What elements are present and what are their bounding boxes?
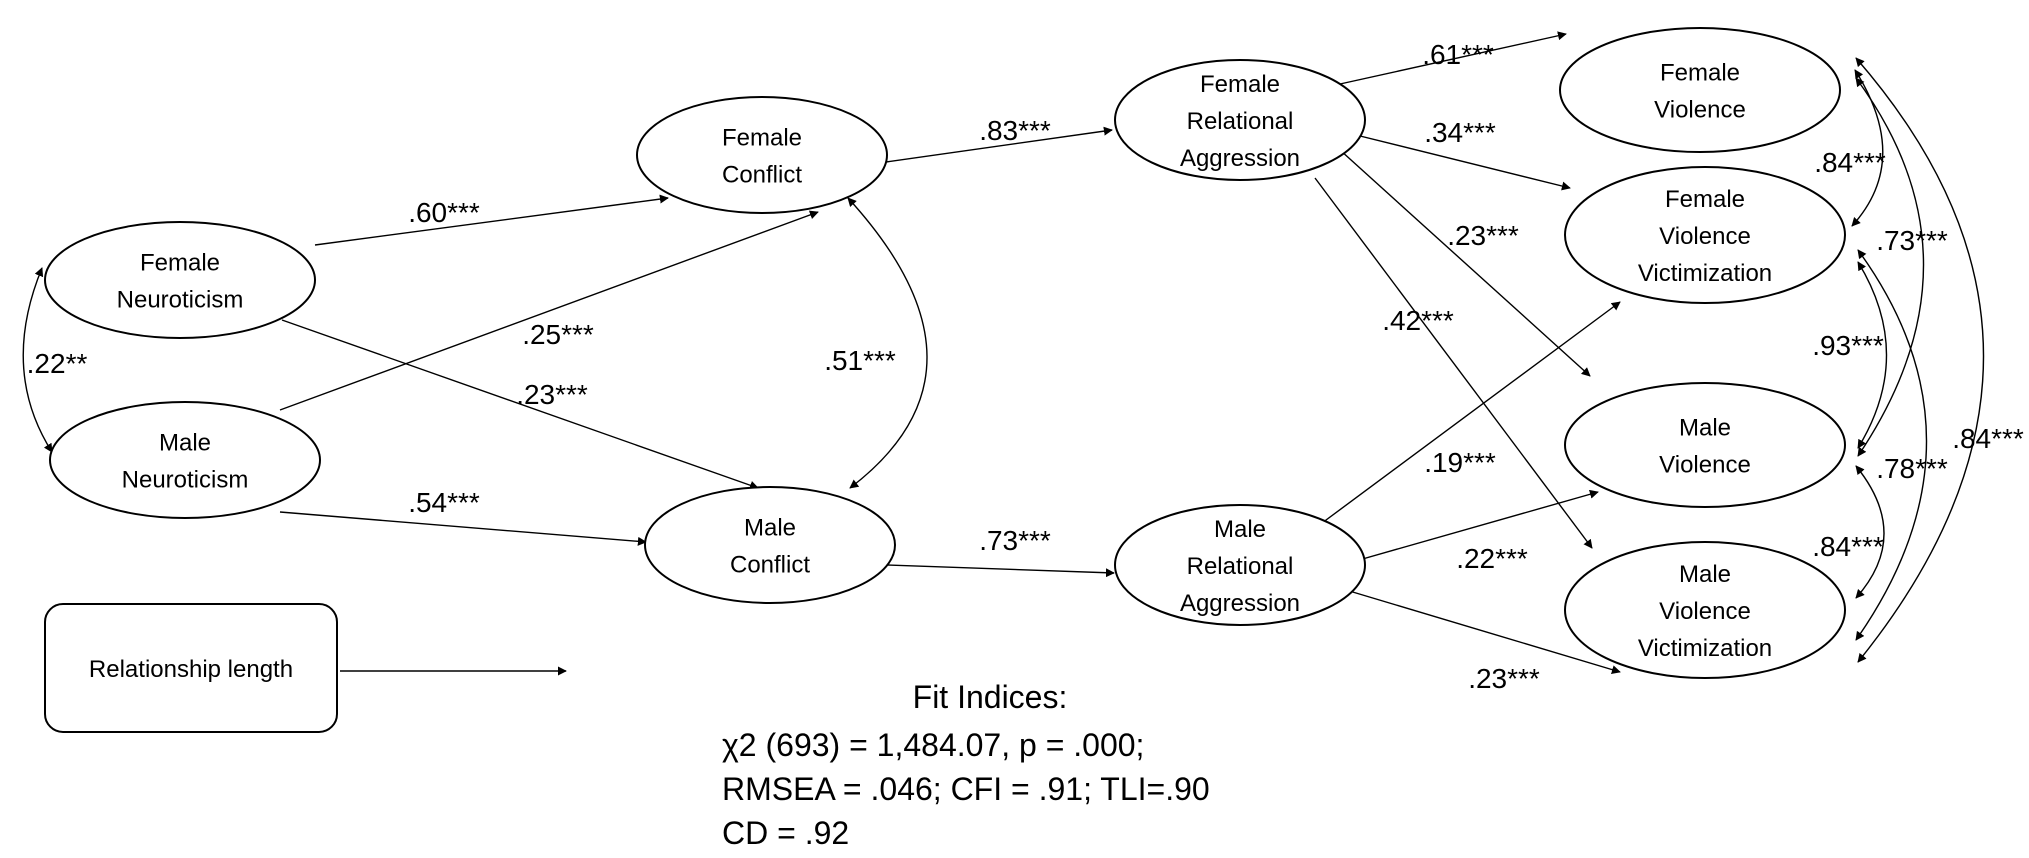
- correlation-arc: [1855, 249, 1928, 641]
- node-label: Neuroticism: [117, 287, 244, 314]
- path-coefficient-label: .83***: [979, 115, 1051, 146]
- node-label: Aggression: [1180, 145, 1300, 172]
- correlation-arc: [1857, 261, 1888, 449]
- path-coefficient-label: .23***: [516, 379, 588, 410]
- node-ellipse: [44, 221, 316, 339]
- path-arrow: [1321, 301, 1621, 524]
- path-arrow: [1345, 589, 1621, 674]
- path-coefficient-label: .34***: [1424, 117, 1496, 148]
- node-label: Female: [140, 250, 220, 277]
- correlation-label: .93***: [1812, 330, 1884, 361]
- node-ellipse: [49, 401, 321, 519]
- fit-indices: Fit Indices: χ2 (693) = 1,484.07, p = .0…: [722, 679, 1210, 851]
- path-coefficient-label: .25***: [522, 319, 594, 350]
- fit-indices-line: RMSEA = .046; CFI = .91; TLI=.90: [722, 771, 1210, 807]
- path-arrow: [1314, 177, 1593, 549]
- relationship-length-node: Relationship length: [44, 603, 338, 733]
- correlation-label: .84***: [1814, 147, 1886, 178]
- path-coefficient-label: .23***: [1468, 663, 1540, 694]
- correlation-label: .51***: [824, 345, 896, 376]
- node-label: Violence: [1654, 97, 1746, 124]
- path-arrow: [314, 194, 669, 246]
- correlation-label: .84***: [1952, 423, 2024, 454]
- path-arrow: [885, 126, 1113, 163]
- path-arrow: [1351, 133, 1571, 191]
- node-label: Violence: [1659, 598, 1751, 625]
- node-label: Relational: [1187, 108, 1294, 135]
- fit-indices-title: Fit Indices:: [913, 679, 1068, 715]
- node-ellipse: [644, 486, 896, 604]
- node-ellipse: [636, 96, 888, 214]
- node-label: Relational: [1187, 553, 1294, 580]
- node-ellipse: [1564, 541, 1846, 679]
- node-ellipse: [1564, 166, 1846, 304]
- correlation-arc: [1855, 57, 1985, 663]
- path-coefficient-label: .23***: [1447, 220, 1519, 251]
- node-label: Male: [1679, 561, 1731, 588]
- path-arrow: [887, 564, 1115, 578]
- node-rectangle: [44, 603, 338, 733]
- node-label: Aggression: [1180, 590, 1300, 617]
- path-arrow: [279, 210, 819, 411]
- node-label: Male: [744, 515, 796, 542]
- node-label: Female: [1200, 71, 1280, 98]
- node-label: Male: [159, 430, 211, 457]
- node-label: Victimization: [1638, 635, 1772, 662]
- node-label: Relationship length: [89, 656, 293, 683]
- node-label: Conflict: [730, 552, 810, 579]
- correlation-label: .78***: [1876, 453, 1948, 484]
- node-label: Conflict: [722, 162, 802, 189]
- coefficient-labels: .60*** .25*** .23*** .54*** .83*** .73*** .61*…: [27, 39, 2024, 694]
- node-ellipse: [1114, 59, 1366, 181]
- node-label: Violence: [1659, 223, 1751, 250]
- correlation-arc: [1855, 465, 1885, 599]
- node-label: Neuroticism: [122, 467, 249, 494]
- path-arrow: [1339, 31, 1567, 85]
- fit-indices-line: CD = .92: [722, 815, 849, 851]
- correlation-arc: [22, 267, 53, 453]
- path-coefficient-label: .42***: [1382, 305, 1454, 336]
- path-arrow: [279, 511, 647, 546]
- node-ellipse: [1564, 382, 1846, 508]
- path-coefficient-label: .54***: [408, 487, 480, 518]
- path-coefficient-label: .73***: [979, 525, 1051, 556]
- fit-indices-line: χ2 (693) = 1,484.07, p = .000;: [722, 727, 1144, 763]
- path-coefficient-label: .19***: [1424, 447, 1496, 478]
- correlation-label: .84***: [1812, 531, 1884, 562]
- variable-nodes: FemaleNeuroticismMaleNeuroticismFemaleCo…: [44, 27, 1846, 733]
- node-ellipse: [1559, 27, 1841, 153]
- correlation-label: .22**: [27, 348, 88, 379]
- node-label: Female: [722, 125, 802, 152]
- path-coefficient-label: .22***: [1456, 543, 1528, 574]
- node-label: Victimization: [1638, 260, 1772, 287]
- correlation-arc: [1855, 77, 1925, 457]
- path-coefficient-label: .60***: [408, 197, 480, 228]
- node-label: Male: [1214, 516, 1266, 543]
- path-arrow: [281, 319, 759, 490]
- path-arrow: [1351, 489, 1599, 563]
- node-label: Violence: [1659, 452, 1751, 479]
- node-label: Male: [1679, 415, 1731, 442]
- node-ellipse: [1114, 504, 1366, 626]
- path-arrow: [1339, 149, 1591, 377]
- node-label: Female: [1660, 60, 1740, 87]
- correlation-label: .73***: [1876, 225, 1948, 256]
- node-label: Female: [1665, 186, 1745, 213]
- path-coefficient-label: .61***: [1422, 39, 1494, 70]
- connector-lines: [22, 31, 1985, 676]
- correlation-arc: [847, 197, 928, 489]
